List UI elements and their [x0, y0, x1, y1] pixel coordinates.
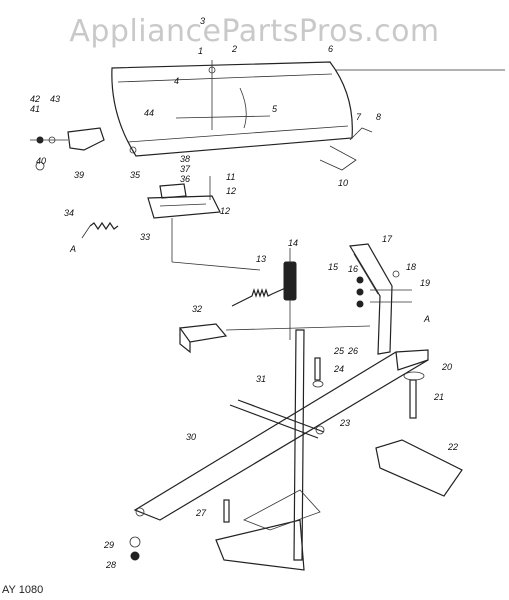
callout-41: 41 [30, 104, 40, 114]
watermark-text: AppliancePartsPros.com [69, 14, 440, 49]
callout-10: 10 [338, 178, 348, 188]
callout-1: 1 [198, 46, 203, 56]
upright-17 [349, 243, 412, 355]
callout-12b: 12 [220, 206, 230, 216]
callout-5: 5 [272, 104, 278, 114]
callout-19: 19 [420, 278, 430, 288]
callout-14: 14 [288, 238, 298, 248]
main-frame [133, 329, 429, 571]
callout-2: 2 [231, 44, 237, 54]
bracket-33 [147, 176, 261, 271]
callout-42: 42 [30, 94, 40, 104]
callout-6: 6 [328, 44, 333, 54]
callout-8: 8 [376, 112, 381, 122]
drawing-code: AY 1080 [2, 584, 44, 596]
callout-26: 26 [347, 346, 358, 356]
callout-30: 30 [186, 432, 196, 442]
spring-14 [283, 248, 297, 340]
callout-25: 25 [333, 346, 345, 356]
callout-21: 21 [433, 392, 444, 402]
callout-31: 31 [256, 374, 266, 384]
spring-34 [81, 221, 119, 239]
callout-29: 29 [103, 540, 114, 550]
callout-22: 22 [447, 442, 458, 452]
callout-32: 32 [192, 304, 202, 314]
callout-12a: 12 [226, 186, 236, 196]
callout-33: 33 [140, 232, 150, 242]
plow-blade [111, 60, 505, 171]
callout-3: 3 [200, 16, 205, 26]
callout-37: 37 [180, 164, 191, 174]
callout-11: 11 [226, 172, 235, 182]
callout-24: 24 [333, 364, 344, 374]
callout-40: 40 [36, 156, 46, 166]
callout-A-left: A [69, 244, 76, 254]
callout-35: 35 [130, 170, 141, 180]
bracket-32 [178, 323, 371, 354]
callout-23: 23 [339, 418, 350, 428]
callout-13: 13 [256, 254, 266, 264]
callout-17: 17 [382, 234, 393, 244]
callout-18: 18 [406, 262, 416, 272]
callout-labels: 3 1 2 4 5 6 7 8 10 11 12 12 13 14 15 16 … [30, 16, 458, 570]
hardware [129, 357, 425, 561]
spring-13 [231, 285, 291, 307]
callout-4: 4 [174, 76, 179, 86]
callout-20: 20 [441, 362, 452, 372]
bracket-22 [375, 439, 463, 497]
callout-43: 43 [50, 94, 60, 104]
callout-36: 36 [180, 174, 190, 184]
callout-28: 28 [105, 560, 116, 570]
callout-34: 34 [64, 208, 74, 218]
callout-44: 44 [144, 108, 154, 118]
callout-15: 15 [328, 262, 339, 272]
left-hitch [30, 127, 105, 171]
callout-38: 38 [180, 154, 190, 164]
callout-16: 16 [348, 264, 358, 274]
callout-A-right: A [423, 314, 430, 324]
callout-39: 39 [74, 170, 84, 180]
callout-7: 7 [356, 112, 362, 122]
callout-27: 27 [195, 508, 207, 518]
